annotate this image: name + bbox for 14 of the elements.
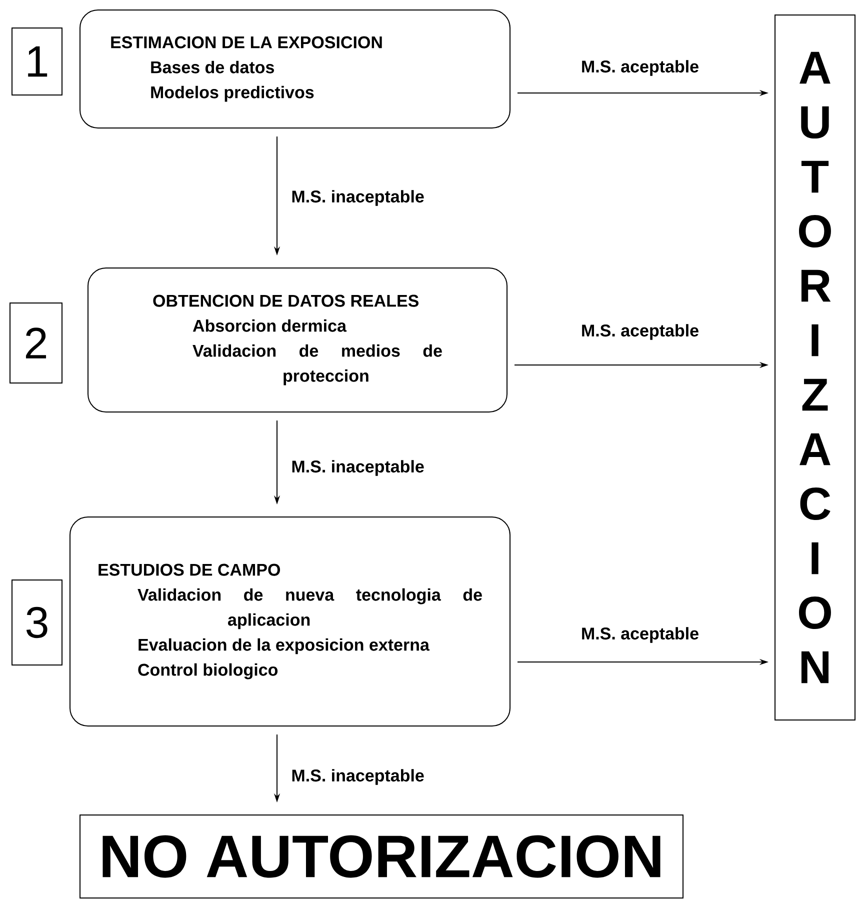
process-box: ESTUDIOS DE CAMPO Validacion de nueva tecnologia de aplicacion Evaluacion de la exposicion externa Control biologico xyxy=(70,516,510,726)
process-box: OBTENCION DE DATOS REALES Absorcion dermica Validacion de medios de proteccion xyxy=(88,268,508,412)
outcome-box: NO AUTORIZACION xyxy=(80,814,684,898)
edge-label: M.S. inaceptable xyxy=(292,460,424,476)
outcome-box: AUTORIZACION xyxy=(774,14,856,720)
step-number-box: 1 xyxy=(12,28,62,96)
step-number-box: 2 xyxy=(10,302,62,384)
process-box: ESTIMACION DE LA EXPOSICION Bases de datos Modelos predictivos xyxy=(80,10,510,128)
edge-label: M.S. inaceptable xyxy=(292,769,424,785)
edge-label: M.S. aceptable xyxy=(582,324,698,340)
edge-label: M.S. inaceptable xyxy=(292,190,424,206)
edge-label: M.S. aceptable xyxy=(582,627,698,643)
edge-label: M.S. aceptable xyxy=(582,60,698,76)
step-number-box: 3 xyxy=(12,580,62,666)
